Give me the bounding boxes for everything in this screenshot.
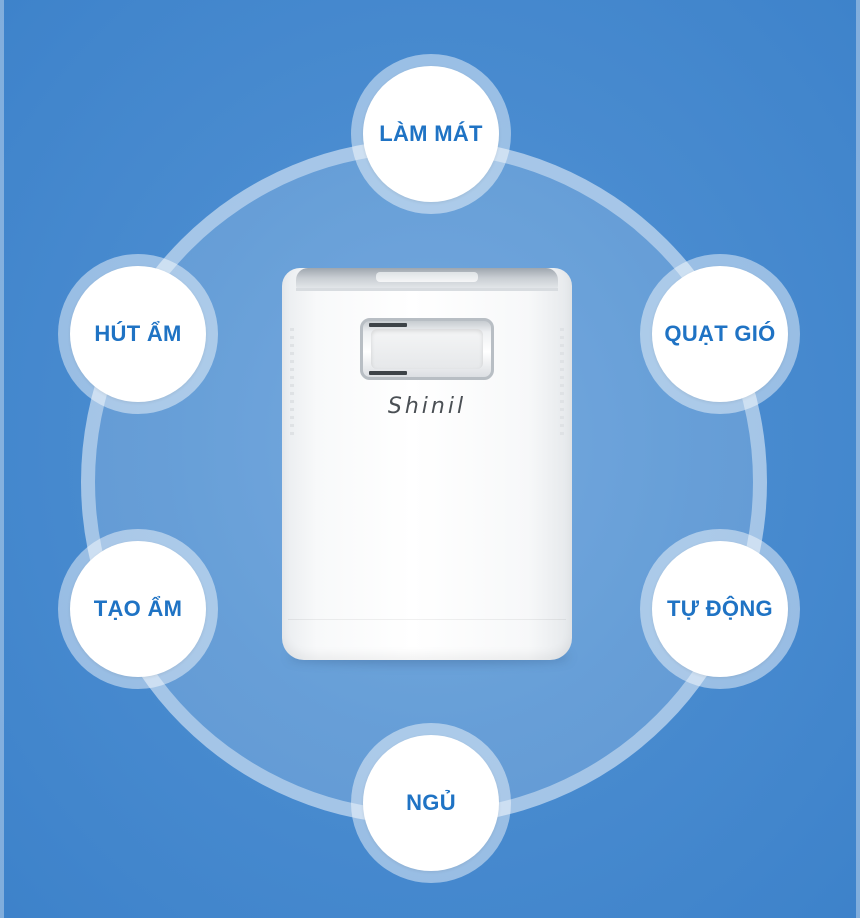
feature-cooling-label: LÀM MÁT [379,121,483,146]
product-handle-slot [369,371,407,375]
product-top-lid [296,268,558,290]
feature-dehumidify: HÚT ẨM [58,254,218,414]
feature-disc: NGỦ [363,735,499,871]
product-lid-edge [296,288,558,291]
feature-sleep: NGỦ [351,723,511,883]
feature-disc: TẠO ẨM [70,541,206,677]
feature-auto-label: TỰ ĐỘNG [667,596,773,621]
feature-humidify-label: TẠO ẨM [93,596,183,621]
product-top-panel [376,272,478,282]
feature-auto: TỰ ĐỘNG [640,529,800,689]
feature-fan: QUẠT GIÓ [640,254,800,414]
product-body: Shinil [282,268,572,660]
product-side-vent [560,328,564,438]
feature-disc: LÀM MÁT [363,66,499,202]
product-image: Shinil [282,268,572,664]
feature-humidify: TẠO ẨM [58,529,218,689]
feature-disc: HÚT ẨM [70,266,206,402]
product-side-vent [290,328,294,438]
feature-disc: QUẠT GIÓ [652,266,788,402]
feature-fan-label: QUẠT GIÓ [664,321,776,346]
left-edge-highlight [0,0,4,918]
feature-dehumidify-label: HÚT ẨM [94,321,182,346]
product-handle [360,318,494,380]
right-edge-highlight [856,0,860,918]
product-brand-logo: Shinil [387,394,467,419]
product-handle-recess [371,329,483,369]
feature-sleep-label: NGỦ [406,790,456,815]
feature-cooling: LÀM MÁT [351,54,511,214]
feature-disc: TỰ ĐỘNG [652,541,788,677]
product-handle-slot [369,323,407,327]
product-seam [288,619,566,620]
